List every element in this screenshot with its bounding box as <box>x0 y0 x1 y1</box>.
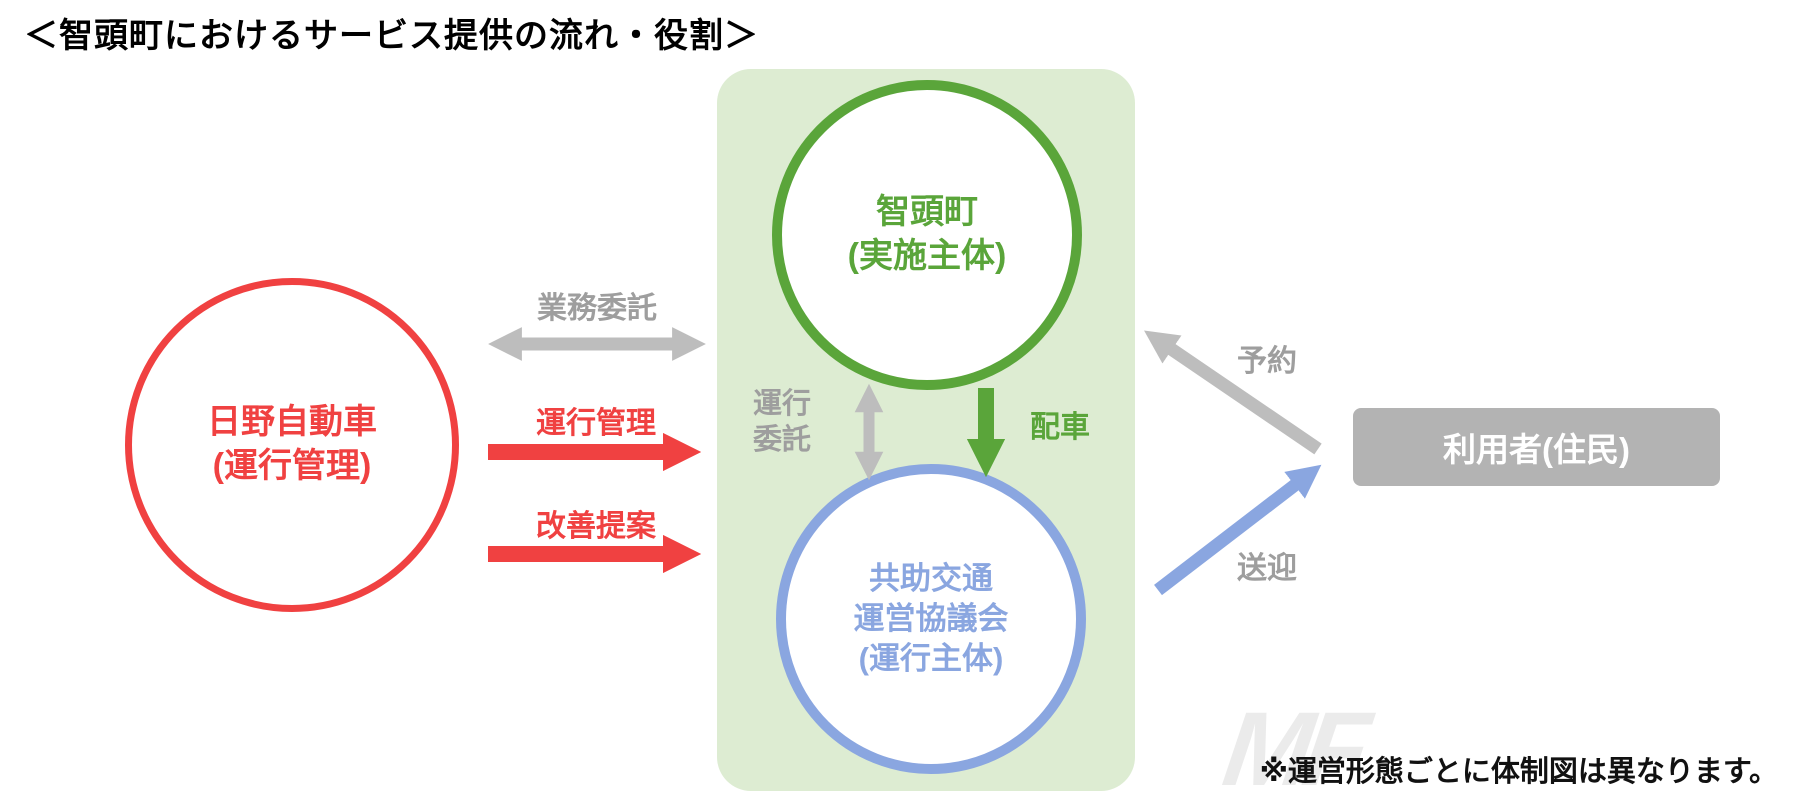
council-name-line1: 共助交通 <box>869 561 993 597</box>
chizu-town-node: 智頭町 (実施主体) <box>772 80 1082 390</box>
council-node: 共助交通 運営協議会 (運行主体) <box>776 464 1086 774</box>
sogei-label: 送迎 <box>1237 552 1297 585</box>
haisha-label: 配車 <box>1030 411 1090 444</box>
users-node: 利用者(住民) <box>1353 408 1720 486</box>
unko-kanri-label: 運行管理 <box>536 407 656 440</box>
kaizen-teian-label: 改善提案 <box>536 510 656 543</box>
chizu-town-role: (実施主体) <box>847 237 1007 275</box>
council-role: (運行主体) <box>858 640 1004 676</box>
yoyaku-label: 予約 <box>1237 345 1297 378</box>
gyomu-itaku-label: 業務委託 <box>537 292 657 325</box>
users-label: 利用者(住民) <box>1443 431 1630 468</box>
chizu-town-name: 智頭町 <box>876 193 978 232</box>
hino-motors-name: 日野自動車 <box>207 403 377 442</box>
unko-itaku-label: 運行 委託 <box>722 386 842 459</box>
unko-itaku-label-line2: 委託 <box>752 424 811 457</box>
unko-itaku-label-line1: 運行 <box>752 388 811 420</box>
footnote: ※運営形態ごとに体制図は異なります。 <box>1259 756 1778 788</box>
hino-motors-role: (運行管理) <box>212 447 372 485</box>
council-name-line2: 運営協議会 <box>853 601 1009 637</box>
hino-motors-node: 日野自動車 (運行管理) <box>125 278 459 612</box>
diagram-title: ＜智頭町におけるサービス提供の流れ・役割＞ <box>24 17 759 55</box>
